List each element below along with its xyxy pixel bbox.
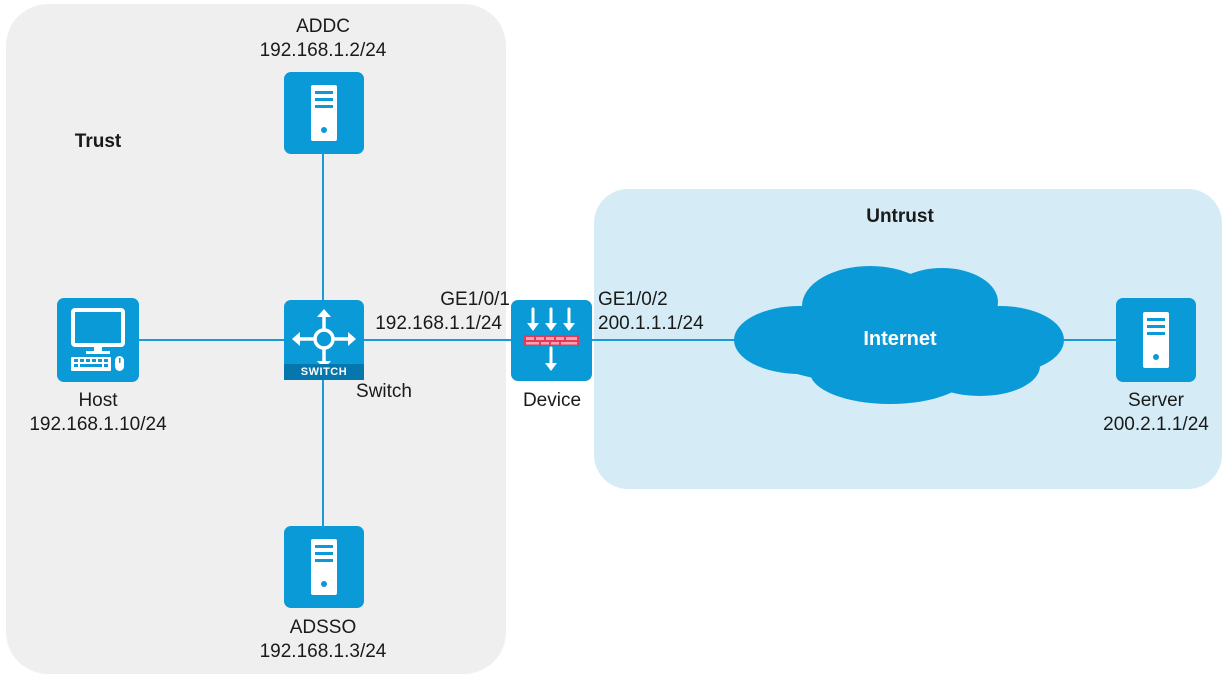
addc-ip: 192.168.1.2/24 (259, 40, 387, 61)
ge2-name: GE1/0/2 (598, 289, 668, 310)
server-icon (1143, 312, 1169, 368)
ge1-ip: 192.168.1.1/24 (375, 313, 502, 334)
server-icon (311, 539, 337, 595)
ge1-name: GE1/0/1 (440, 289, 510, 310)
adsso-ip: 192.168.1.3/24 (259, 641, 387, 662)
switch-badge: SWITCH (300, 366, 348, 378)
link-internet-server (1060, 339, 1116, 341)
computer-icon (71, 308, 125, 371)
addc-name: ADDC (296, 16, 350, 37)
cloud-icon (734, 266, 1064, 404)
host-name: Host (78, 390, 118, 411)
internet-label: Internet (863, 328, 937, 350)
device-node[interactable] (511, 300, 592, 381)
ge2-ip: 200.1.1.1/24 (598, 313, 704, 334)
addc-node[interactable] (284, 72, 364, 154)
switch-name: Switch (356, 381, 412, 402)
link-device-internet (592, 339, 738, 341)
server-node[interactable] (1116, 298, 1196, 382)
host-node[interactable] (57, 298, 139, 382)
link-switch-device (364, 339, 512, 341)
device-name: Device (522, 390, 582, 411)
switch-node[interactable]: SWITCH (284, 300, 364, 380)
server-name: Server (1128, 390, 1184, 411)
host-ip: 192.168.1.10/24 (29, 414, 167, 435)
link-addc-switch (322, 150, 324, 300)
link-switch-adsso (322, 380, 324, 528)
switch-icon (284, 309, 364, 380)
adsso-name: ADSSO (289, 617, 357, 638)
untrust-zone-label: Untrust (866, 206, 934, 227)
firewall-icon (524, 307, 579, 371)
link-host-switch (138, 339, 284, 341)
trust-zone-label: Trust (74, 131, 122, 152)
adsso-node[interactable] (284, 526, 364, 608)
server-ip: 200.2.1.1/24 (1103, 414, 1209, 435)
server-icon (311, 85, 337, 141)
